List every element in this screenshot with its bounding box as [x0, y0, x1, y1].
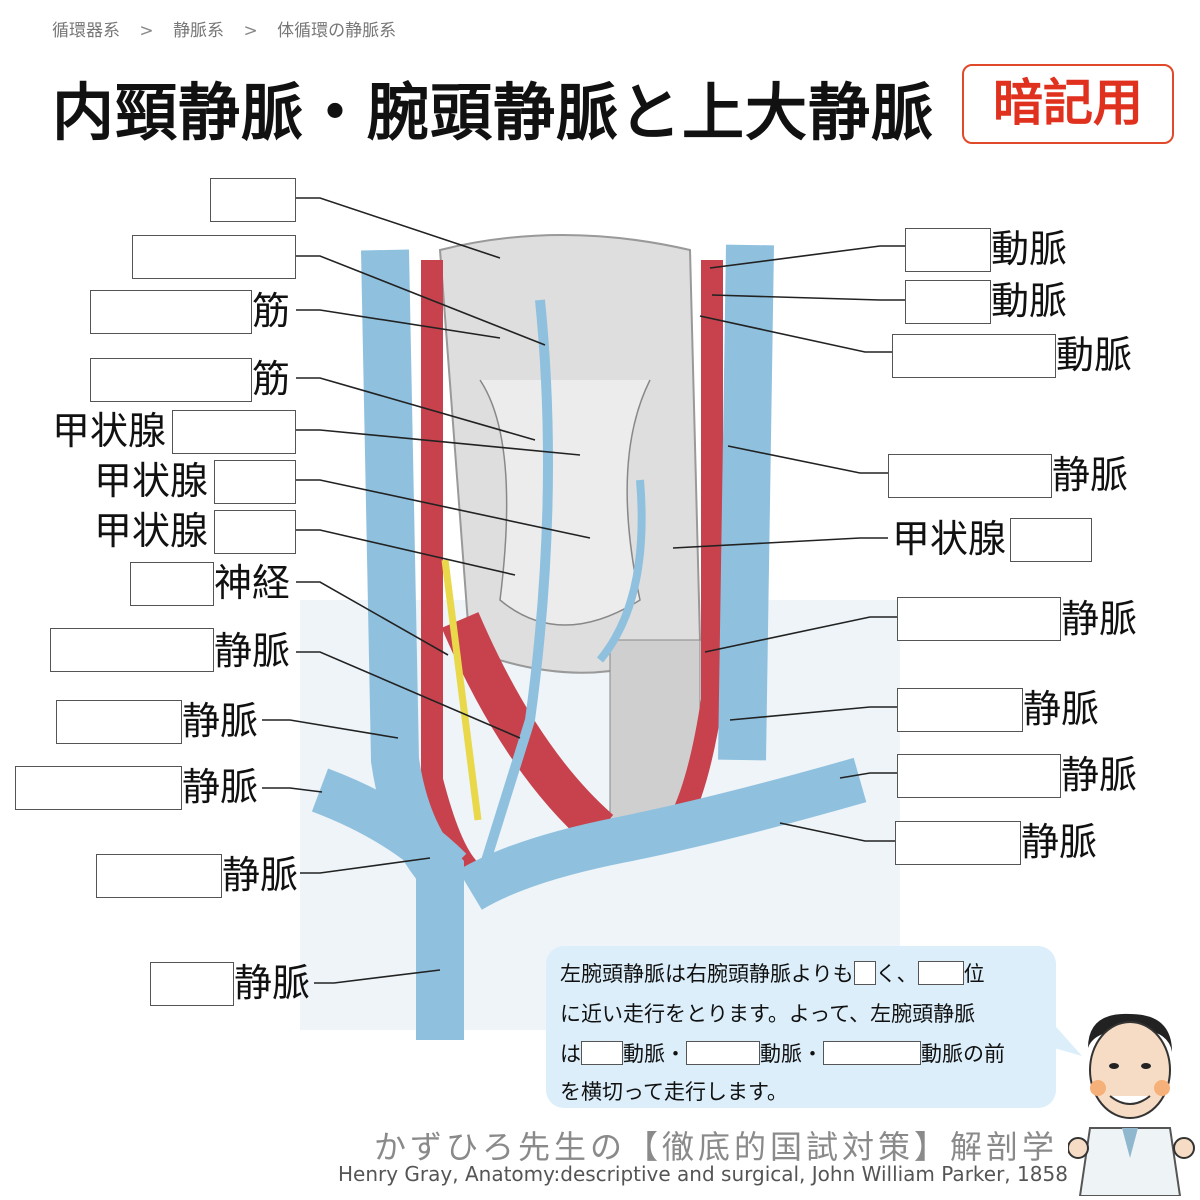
vagus-nerve: [441, 559, 482, 821]
vein-label: 静脈: [214, 629, 291, 673]
note-text: は: [560, 1042, 581, 1066]
breadcrumb-item[interactable]: 静脈系: [173, 21, 225, 41]
inline-answer-box[interactable]: [686, 1041, 760, 1065]
vein-label: 静脈: [1052, 453, 1129, 497]
answer-box[interactable]: [96, 854, 222, 898]
answer-box[interactable]: [214, 460, 296, 504]
answer-box[interactable]: [50, 628, 214, 672]
left-internal-jugular-vein: [718, 244, 774, 761]
teacher-mascot-icon: [1068, 1013, 1195, 1196]
answer-box[interactable]: [905, 280, 991, 324]
breadcrumb-item[interactable]: 循環器系: [52, 21, 120, 41]
middle-thyroid-vein: [596, 479, 646, 663]
answer-box[interactable]: [905, 228, 991, 272]
note-text: 左腕頭静脈は右腕頭静脈よりも: [560, 962, 854, 986]
note-text: 動脈・: [760, 1042, 823, 1066]
breadcrumb: 循環器系 > 静脈系 > 体循環の静脈系: [52, 16, 410, 41]
answer-box[interactable]: [130, 562, 214, 606]
artery-label: 動脈: [991, 279, 1068, 323]
inline-answer-box[interactable]: [853, 961, 876, 985]
inline-answer-box[interactable]: [823, 1041, 921, 1065]
page-title: 内頸静脈・腕頭静脈と上大静脈: [52, 76, 935, 149]
answer-box[interactable]: [888, 454, 1052, 498]
note-text: 位: [963, 962, 985, 986]
answer-box[interactable]: [1010, 518, 1092, 562]
leader-lines: [262, 197, 905, 984]
brand-text: かずひろ先生の【徹底的国試対策】解剖学: [374, 1128, 1059, 1166]
muscle-label: 筋: [252, 289, 291, 333]
answer-box[interactable]: [892, 334, 1056, 378]
note-text: く、: [875, 962, 918, 986]
answer-box[interactable]: [897, 754, 1061, 798]
artery-label: 動脈: [991, 227, 1068, 271]
thyroid-gland-shape: [479, 379, 651, 626]
breadcrumb-separator: >: [243, 21, 258, 41]
muscle-label: 筋: [252, 357, 291, 401]
right-common-carotid-artery: [421, 260, 479, 878]
note-text: 動脈の前: [921, 1042, 1005, 1066]
right-subclavian-vein: [311, 768, 467, 887]
answer-box[interactable]: [172, 410, 296, 454]
note-line-1: 左腕頭静脈は右腕頭静脈よりもく、 位: [560, 958, 985, 988]
answer-box[interactable]: [132, 235, 296, 279]
vein-label: 静脈: [1061, 753, 1138, 797]
answer-box[interactable]: [895, 821, 1021, 865]
answer-box[interactable]: [897, 688, 1023, 732]
bubble-tail: [1050, 1020, 1082, 1056]
artery-label: 動脈: [1056, 333, 1133, 377]
nerve-label: 神経: [214, 561, 291, 605]
answer-box[interactable]: [15, 766, 182, 810]
inferior-thyroid-vein: [475, 299, 553, 882]
note-bubble: [546, 946, 1056, 1108]
thyroid-label: 甲状腺: [52, 409, 167, 453]
inline-answer-box[interactable]: [917, 961, 964, 985]
vein-label: 静脈: [182, 699, 259, 743]
vein-label: 静脈: [1021, 820, 1098, 864]
thyroid-label: 甲状腺: [94, 459, 209, 503]
answer-box[interactable]: [56, 700, 182, 744]
answer-box[interactable]: [90, 290, 252, 334]
vein-label: 静脈: [234, 961, 311, 1005]
memorization-badge: 暗記用: [962, 64, 1174, 144]
answer-box[interactable]: [150, 962, 234, 1006]
note-line-4: を横切って走行します。: [560, 1080, 788, 1104]
answer-box[interactable]: [897, 597, 1061, 641]
source-credit: Henry Gray, Anatomy:descriptive and surg…: [338, 1162, 1068, 1186]
thyroid-label: 甲状腺: [892, 517, 1007, 561]
vein-label: 静脈: [182, 765, 259, 809]
left-brachiocephalic-vein: [458, 757, 867, 910]
answer-box[interactable]: [210, 178, 296, 222]
inline-answer-box[interactable]: [581, 1041, 623, 1065]
breadcrumb-item[interactable]: 体循環の静脈系: [277, 21, 397, 41]
thyroid-label: 甲状腺: [94, 509, 209, 553]
breadcrumb-separator: >: [139, 21, 154, 41]
note-line-3: は 動脈・ 動脈・ 動脈の前: [560, 1038, 1005, 1068]
answer-box[interactable]: [90, 358, 252, 402]
note-line-2: に近い走行をとります。よって、左腕頭静脈: [560, 1002, 976, 1026]
vein-label: 静脈: [1061, 597, 1138, 641]
vein-label: 静脈: [1023, 687, 1100, 731]
vein-label: 静脈: [222, 853, 299, 897]
answer-box[interactable]: [214, 510, 296, 554]
note-text: 動脈・: [623, 1042, 686, 1066]
